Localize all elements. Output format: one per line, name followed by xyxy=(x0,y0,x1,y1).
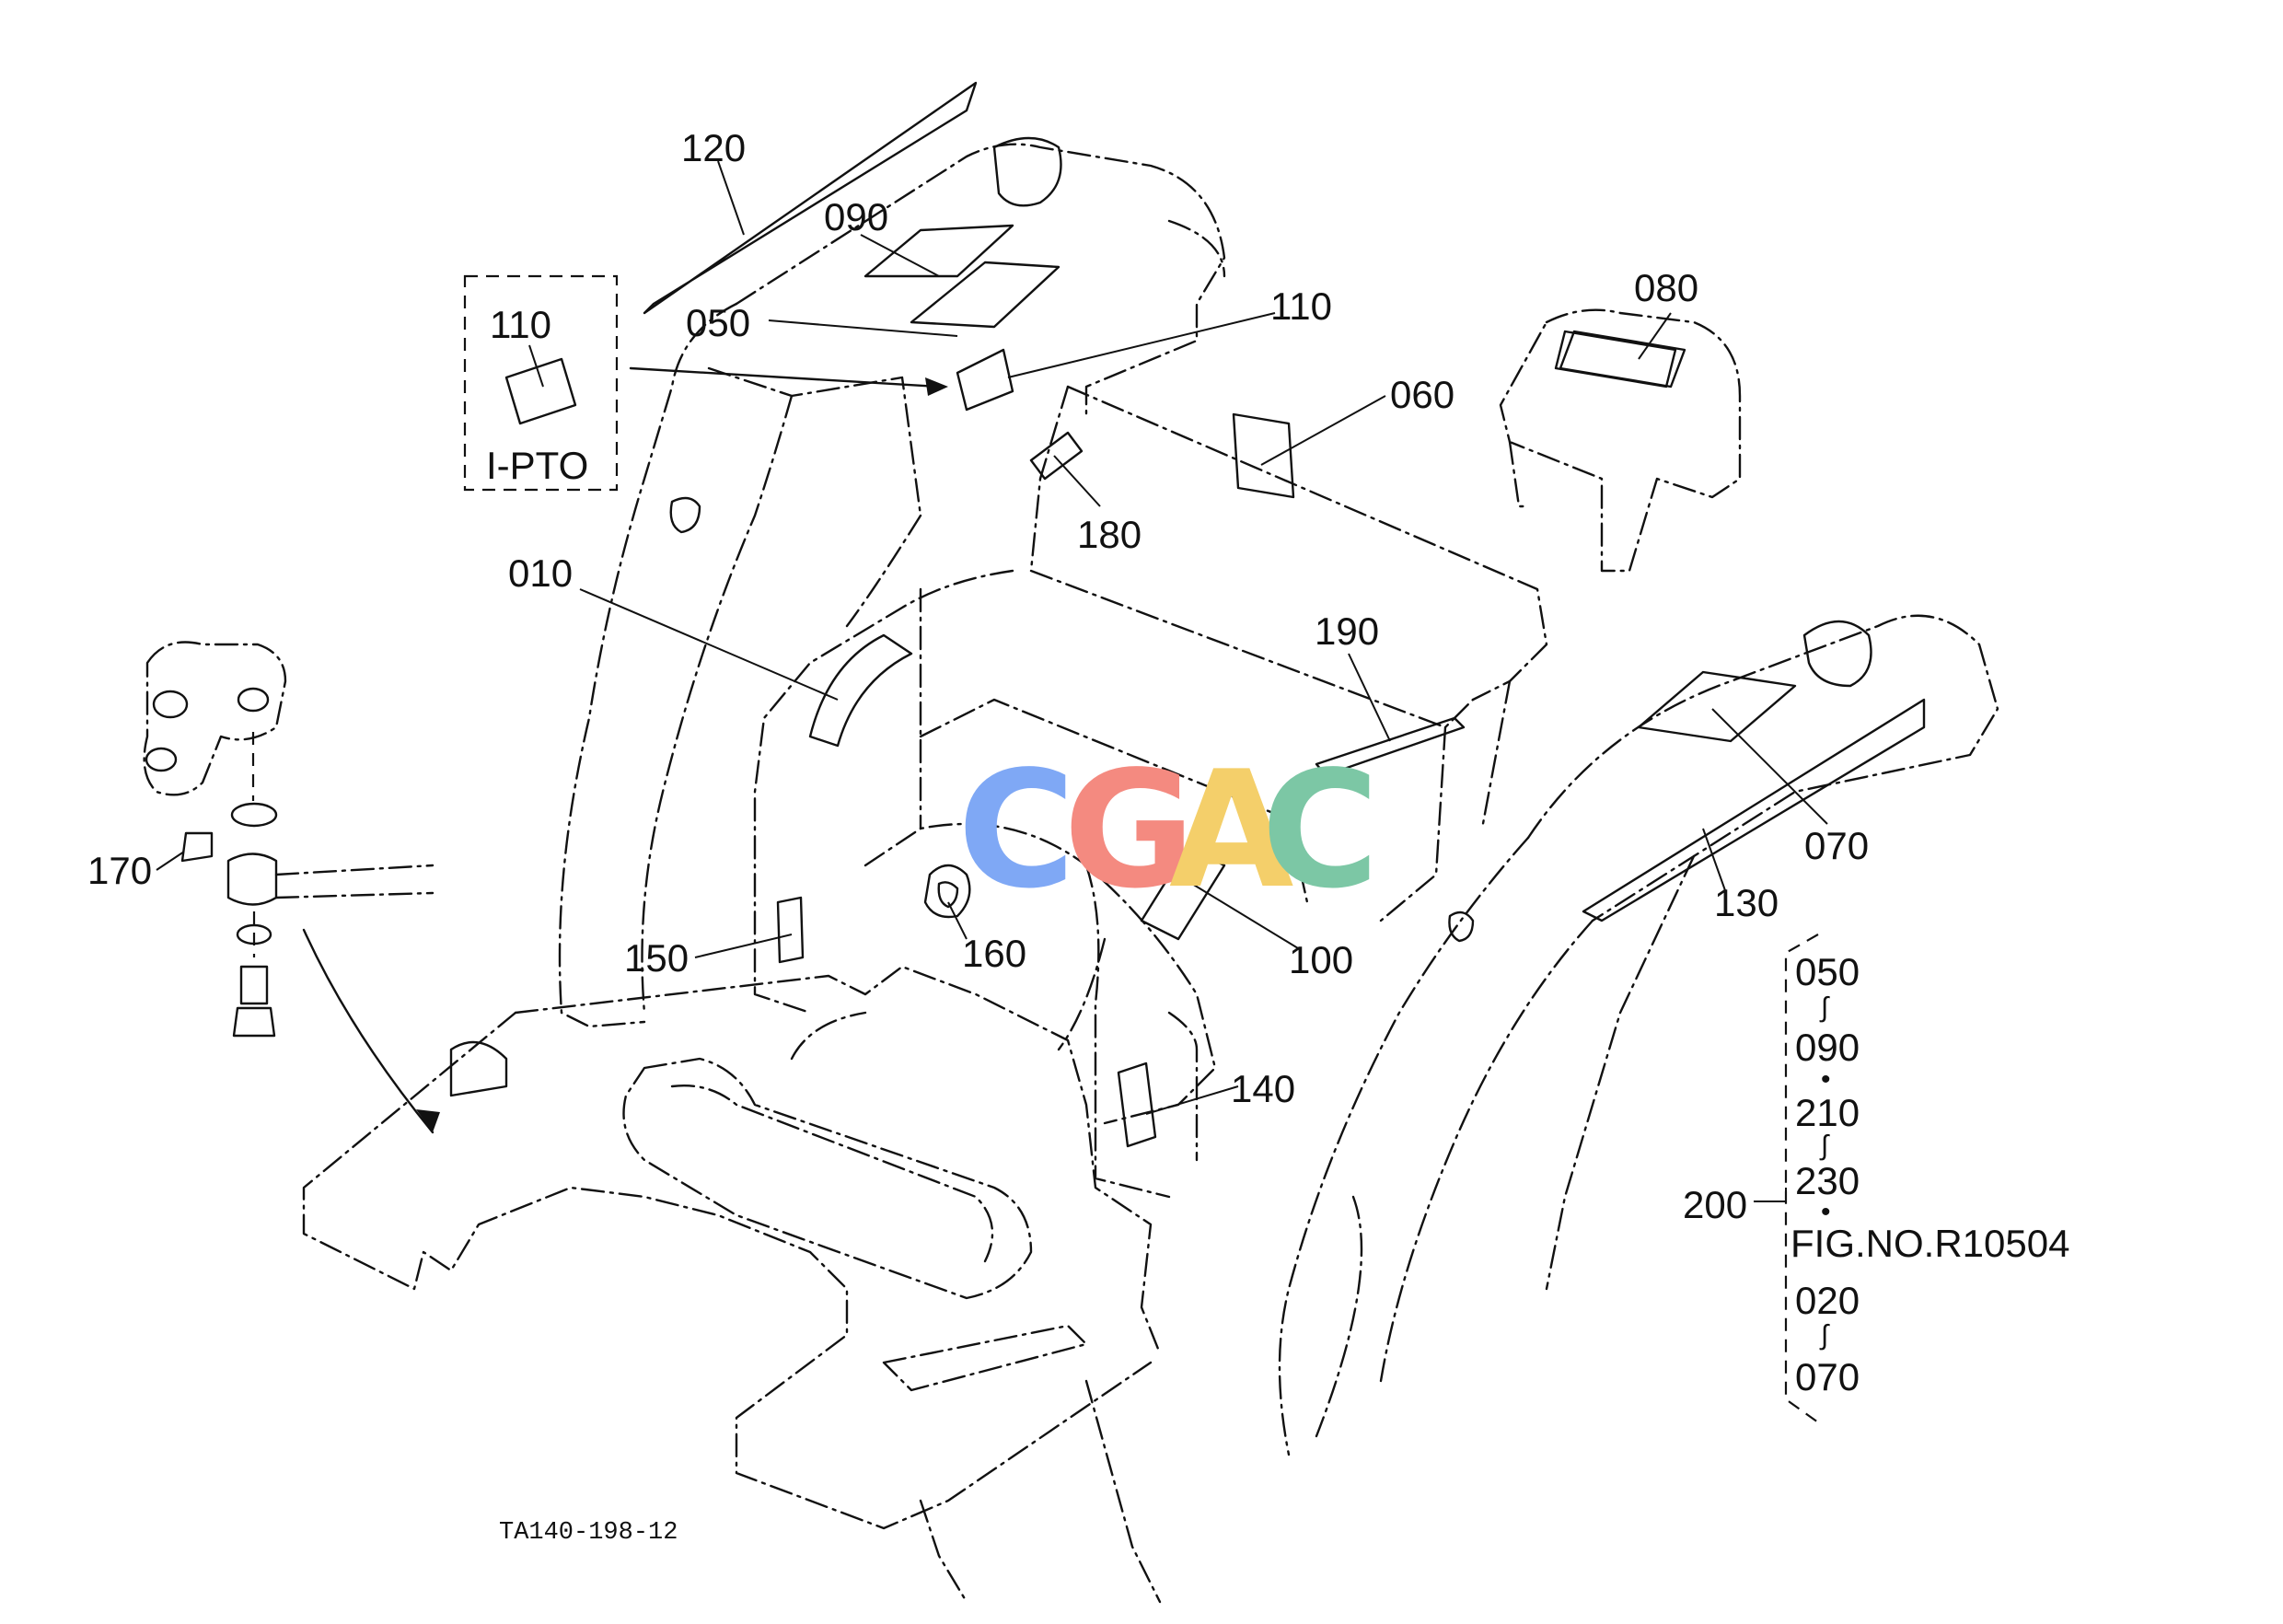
range-mark-2: ∫ xyxy=(1821,1131,1829,1161)
callout-180: 180 xyxy=(1077,513,1142,556)
left-fender-outline xyxy=(558,136,1226,1028)
callout-070: 070 xyxy=(1804,824,1870,867)
watermark-letter-4: C xyxy=(1261,737,1380,924)
range-mark-1: ∫ xyxy=(1821,992,1829,1023)
i-pto-label: I-PTO xyxy=(486,444,589,487)
callout-010: 010 xyxy=(508,551,574,595)
callout-160: 160 xyxy=(962,932,1027,975)
range-mark-3: ∫ xyxy=(1821,1320,1829,1351)
watermark: C G A C xyxy=(957,737,1379,924)
leader-lines xyxy=(156,160,1828,1202)
callout-130: 130 xyxy=(1714,881,1779,924)
group-item-4: 230 xyxy=(1795,1159,1860,1202)
callout-170: 170 xyxy=(87,849,153,892)
watermark-letter-2: G xyxy=(1063,737,1196,924)
bullet-1: • xyxy=(1821,1064,1831,1095)
rear-cover-outline xyxy=(1499,308,1742,573)
callout-050: 050 xyxy=(686,301,751,344)
callout-110-top: 110 xyxy=(1270,284,1332,328)
group-item-3: 210 xyxy=(1795,1091,1860,1134)
center-body-outline xyxy=(753,385,1548,1199)
group-item-5: FIG.NO.R10504 xyxy=(1790,1222,2070,1265)
group-item-1: 050 xyxy=(1795,950,1860,993)
callout-140: 140 xyxy=(1231,1067,1296,1110)
callout-190: 190 xyxy=(1315,609,1380,653)
figure-code: TA140-198-12 xyxy=(499,1519,678,1547)
group-item-7: 070 xyxy=(1795,1355,1860,1398)
pto-valve-assembly xyxy=(143,641,440,1134)
bullet-2: • xyxy=(1821,1197,1831,1227)
floor-step-outline xyxy=(302,965,1162,1604)
right-fender-outline xyxy=(1278,614,1999,1456)
watermark-letter-1: C xyxy=(957,737,1076,924)
callout-150: 150 xyxy=(624,936,690,980)
callout-080: 080 xyxy=(1634,266,1699,309)
callout-060: 060 xyxy=(1390,373,1455,416)
callout-090: 090 xyxy=(824,195,889,238)
decal-shapes xyxy=(504,81,1926,1148)
group-item-2: 090 xyxy=(1795,1026,1860,1069)
group-ref-200: 200 xyxy=(1683,1183,1748,1226)
group-item-6: 020 xyxy=(1795,1279,1860,1322)
i-pto-inset-box xyxy=(463,274,619,492)
callout-120: 120 xyxy=(681,126,747,169)
callout-110-inset: 110 xyxy=(490,303,551,346)
group-bracket xyxy=(1784,934,1819,1423)
watermark-letter-3: A xyxy=(1169,737,1294,924)
callout-100: 100 xyxy=(1289,938,1354,981)
